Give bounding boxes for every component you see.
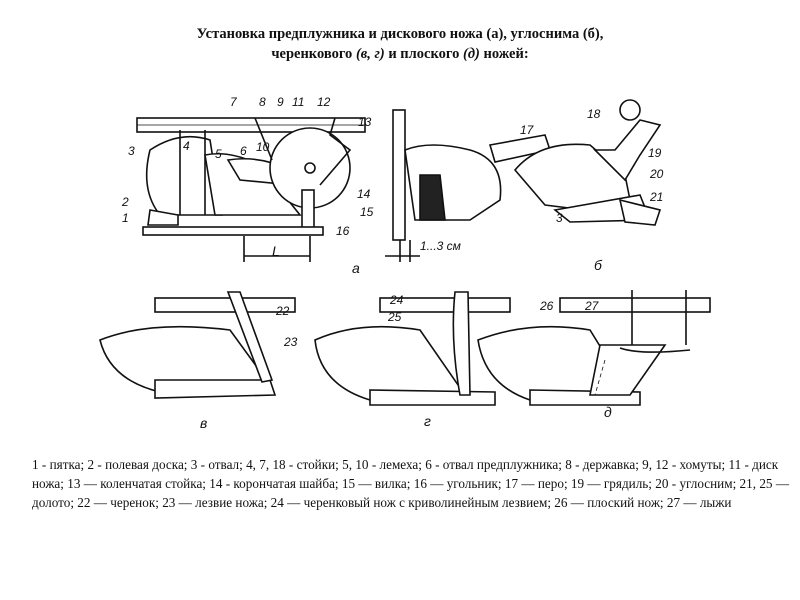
label-3: 3 bbox=[128, 144, 135, 158]
figure-letter-v: в bbox=[200, 415, 207, 431]
label-2: 2 bbox=[121, 195, 129, 209]
label-21: 21 bbox=[649, 190, 663, 204]
figure-side-drawing bbox=[385, 109, 502, 262]
label-14: 14 bbox=[357, 187, 371, 201]
figure-letter-a: а bbox=[352, 260, 360, 276]
label-3b: 3 bbox=[556, 211, 563, 225]
label-6: 6 bbox=[240, 144, 247, 158]
label-24: 24 bbox=[389, 293, 404, 307]
label-18: 18 bbox=[587, 107, 601, 121]
label-27: 27 bbox=[584, 299, 600, 313]
figure-g-drawing bbox=[314, 291, 511, 406]
title-text: ножей: bbox=[479, 46, 529, 62]
label-16: 16 bbox=[336, 224, 350, 238]
label-4: 4 bbox=[183, 139, 190, 153]
figure-d-drawing bbox=[477, 290, 711, 406]
label-10: 10 bbox=[256, 140, 270, 154]
dimension-1-3-cm: 1...3 см bbox=[420, 239, 461, 253]
label-11: 11 bbox=[292, 95, 304, 109]
label-20: 20 bbox=[649, 167, 664, 181]
label-1: 1 bbox=[122, 211, 129, 225]
label-12: 12 bbox=[317, 95, 331, 109]
label-25: 25 bbox=[387, 310, 402, 324]
title-text: (в, г) bbox=[355, 46, 385, 62]
figure-a-drawing bbox=[136, 117, 366, 262]
legend-text: 1 - пятка; 2 - полевая доска; 3 - отвал;… bbox=[32, 457, 790, 510]
label-22: 22 bbox=[275, 304, 290, 318]
label-5: 5 bbox=[215, 147, 222, 161]
label-26: 26 bbox=[539, 299, 554, 313]
dimension-L: L bbox=[272, 243, 280, 259]
title-text: (д) bbox=[462, 46, 480, 62]
figure-letter-d: д bbox=[604, 404, 612, 420]
figure-letter-b: б bbox=[594, 257, 603, 273]
title-line-2: черенкового (в, г) и плоского (д) ножей: bbox=[0, 44, 800, 64]
title-text: и плоского bbox=[384, 46, 463, 62]
label-15: 15 bbox=[360, 205, 374, 219]
label-19: 19 bbox=[648, 146, 662, 160]
slide-title: Установка предплужника и дискового ножа … bbox=[0, 24, 800, 64]
label-7: 7 bbox=[230, 95, 238, 109]
title-line-1: Установка предплужника и дискового ножа … bbox=[196, 26, 604, 42]
figure-v-drawing bbox=[99, 291, 296, 399]
label-17: 17 bbox=[520, 123, 535, 137]
label-8: 8 bbox=[259, 95, 266, 109]
title-text: черенкового bbox=[271, 46, 356, 62]
label-9: 9 bbox=[277, 95, 284, 109]
label-13: 13 bbox=[358, 115, 372, 129]
figure-b-drawing bbox=[488, 99, 662, 226]
figure-letter-g: г bbox=[424, 413, 431, 429]
label-23: 23 bbox=[283, 335, 298, 349]
